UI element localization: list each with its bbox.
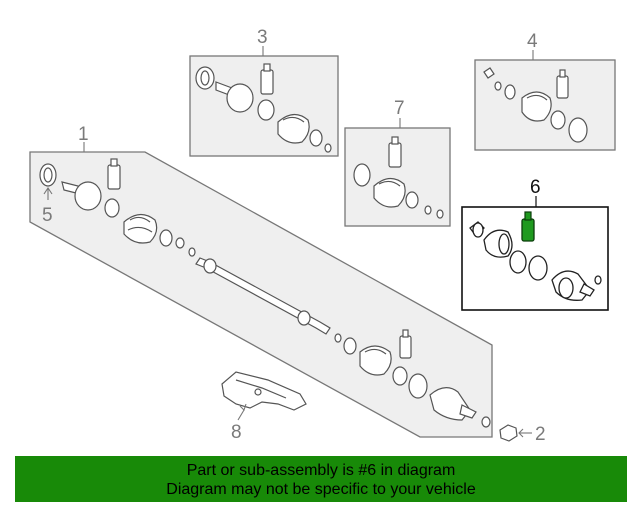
callout-2: 2 — [535, 424, 546, 445]
grease-tube-icon — [521, 218, 535, 242]
bracket-part[interactable] — [221, 371, 307, 411]
callout-1: 1 — [78, 124, 89, 145]
axle-assembly-panel[interactable] — [29, 151, 493, 438]
callout-3: 3 — [257, 27, 268, 48]
outer-joint-kit-panel[interactable] — [189, 55, 339, 157]
callout-7: 7 — [394, 98, 405, 119]
nut-part[interactable] — [499, 424, 518, 442]
info-banner: Part or sub-assembly is #6 in diagram Di… — [15, 456, 627, 502]
callout-4: 4 — [527, 31, 538, 52]
parts-diagram: 1 5 3 4 — [29, 27, 616, 445]
inner-joint-kit-panel[interactable] — [474, 59, 616, 151]
banner-line-1: Part or sub-assembly is #6 in diagram — [186, 462, 456, 479]
callout-5: 5 — [42, 205, 53, 226]
callout-6: 6 — [530, 177, 541, 198]
banner-line-2: Diagram may not be specific to your vehi… — [166, 481, 476, 498]
inner-cv-joint-panel-highlighted[interactable] — [461, 206, 609, 311]
boot-kit-panel[interactable] — [344, 127, 451, 227]
callout-8: 8 — [231, 422, 242, 443]
